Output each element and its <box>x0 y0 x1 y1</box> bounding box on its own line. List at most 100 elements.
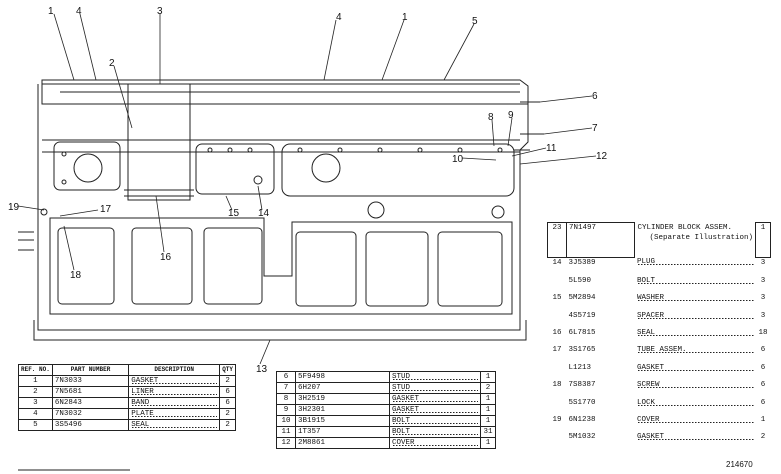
cell-ref: 14 <box>552 258 562 267</box>
cell-part: L1213 <box>568 363 592 372</box>
cell-qty: 3 <box>760 294 766 303</box>
cell-part: 7N3032 <box>51 408 130 420</box>
cell-ref: 7 <box>276 382 296 394</box>
cell-qty: 18 <box>758 328 768 337</box>
cell-qty: 1 <box>760 416 766 425</box>
cell-qty: 1 <box>480 415 496 427</box>
cell-part: 5S1770 <box>568 398 596 407</box>
col-ref: REF. NO. <box>18 364 53 376</box>
cell-qty: 2 <box>219 375 236 387</box>
cell-part: 6N2843 <box>51 397 130 409</box>
cell-desc: BOLT <box>389 426 481 438</box>
callout-5: 5 <box>472 16 478 27</box>
top-rail <box>41 79 529 105</box>
cell-part: 3J5389 <box>568 258 596 267</box>
callout-6: 6 <box>592 91 598 102</box>
callout-1: 1 <box>48 6 54 17</box>
window-2 <box>131 227 193 305</box>
cell-ref: 9 <box>276 404 296 416</box>
side-plate-right <box>281 143 515 197</box>
callout-18: 18 <box>70 270 82 281</box>
cell-qty: 3 <box>760 258 766 267</box>
cell-ref: 8 <box>276 393 296 405</box>
cell-part: 1T357 <box>295 426 390 438</box>
cell-desc: SCREW <box>635 380 756 398</box>
cell-part: 7N3033 <box>51 375 130 387</box>
cell-part: 7S8387 <box>568 381 596 390</box>
cell-qty: 1 <box>480 371 496 383</box>
cell-qty: 1 <box>480 404 496 416</box>
cell-ref: 11 <box>276 426 296 438</box>
cell-qty: 3 <box>760 311 766 320</box>
cell-desc: STUD <box>389 371 481 383</box>
block-qty: 1 <box>755 222 771 258</box>
window-4 <box>295 231 357 307</box>
side-plate-middle <box>195 143 275 195</box>
callout-11: 11 <box>546 143 557 154</box>
cell-qty: 2 <box>219 419 236 431</box>
cell-ref: 12 <box>276 437 296 449</box>
cell-desc: BOLT <box>389 415 481 427</box>
cell-desc: BOLT <box>635 275 756 294</box>
callout-19: 19 <box>8 202 20 213</box>
cell-qty: 6 <box>219 386 236 398</box>
parts-table-block: 23 7N1497 CYLINDER BLOCK ASSEM. (Separat… <box>547 222 771 450</box>
cell-ref: 3 <box>18 397 53 409</box>
cell-qty: 2 <box>480 382 496 394</box>
cell-desc: COVER <box>389 437 481 449</box>
cell-ref: 16 <box>552 328 562 337</box>
table-row: 14 3J5389 PLUG 3 <box>548 257 771 276</box>
cell-part: 5M2894 <box>568 294 596 303</box>
cell-desc: SEAL <box>128 419 221 431</box>
cell-part: 3S1765 <box>568 346 596 355</box>
callout-2: 2 <box>109 58 115 69</box>
callout-17: 17 <box>100 204 112 215</box>
cell-desc: PLUG <box>635 257 756 276</box>
callout-8: 8 <box>488 112 494 123</box>
cell-desc: GASKET <box>635 362 756 381</box>
block-title: CYLINDER BLOCK ASSEM. <box>637 223 732 232</box>
col-part: PART NUMBER <box>51 364 130 376</box>
window-6 <box>437 231 503 307</box>
cell-desc: TUBE ASSEM. <box>635 345 756 363</box>
callout-14: 14 <box>258 208 270 219</box>
callout-4: 4 <box>76 6 82 17</box>
cell-desc: GASKET <box>389 393 481 405</box>
block-body <box>37 84 529 331</box>
cell-part: 5M1032 <box>568 433 596 442</box>
window-5 <box>365 231 429 307</box>
callout-15: 15 <box>228 208 240 219</box>
cell-ref: 6 <box>276 371 296 383</box>
cell-part: 3S5496 <box>51 419 130 431</box>
cell-desc: PLATE <box>128 408 221 420</box>
cell-part: 5F9498 <box>295 371 390 383</box>
cell-ref: 4 <box>18 408 53 420</box>
cell-desc: LOCK <box>635 397 756 416</box>
cell-part: 6N1238 <box>568 416 596 425</box>
cell-ref <box>548 398 567 415</box>
cell-desc: GASKET <box>635 432 756 450</box>
cell-qty: 31 <box>480 426 496 438</box>
drawing-number: 214670 <box>726 460 753 469</box>
cell-ref <box>548 363 567 380</box>
callout-12: 12 <box>596 151 608 162</box>
cylinder-liner <box>127 84 191 201</box>
block-note: (Separate Illustration) <box>649 233 753 242</box>
window-3 <box>203 227 263 305</box>
cell-desc: WASHER <box>635 293 756 311</box>
block-desc: CYLINDER BLOCK ASSEM. (Separate Illustra… <box>635 223 756 258</box>
block-part: 7N1497 <box>565 222 636 258</box>
block-ref: 23 <box>547 222 567 258</box>
cell-ref: 10 <box>276 415 296 427</box>
